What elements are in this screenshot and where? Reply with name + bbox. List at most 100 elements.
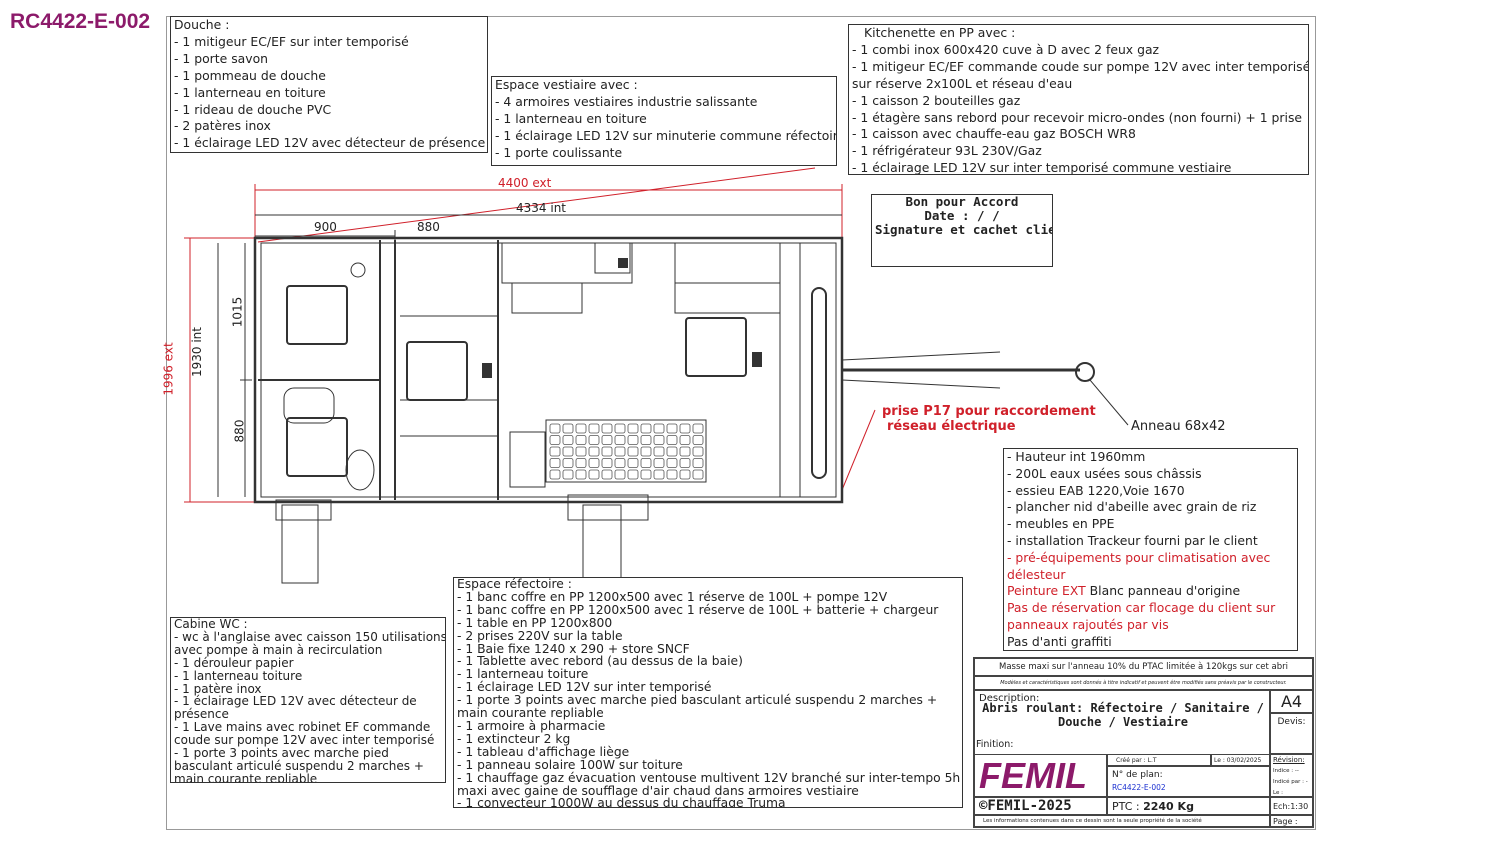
- panel-cell: [588, 435, 600, 445]
- list-item: - meubles en PPE: [1007, 516, 1115, 532]
- plan-number-cell: N° de plan: RC4422-E-002: [1107, 766, 1270, 797]
- refectoire-box: Espace réfectoire : - 1 banc coffre en P…: [453, 577, 963, 808]
- vestiaire-box: Espace vestiaire avec : - 4 armoires ves…: [491, 76, 837, 166]
- dim-ext-length: 4400 ext: [498, 176, 552, 190]
- panel-cell: [627, 446, 639, 457]
- list-item: - 2 prises 220V sur la table: [457, 628, 623, 643]
- panel-cell: [640, 458, 652, 468]
- panel-cell: [588, 469, 600, 480]
- anneau-label: Anneau 68x42: [1131, 419, 1226, 434]
- specs-box: - Hauteur int 1960mm- 200L eaux usées so…: [1003, 448, 1298, 651]
- panel-cell: [679, 423, 691, 434]
- dim-int-width: 1930 int: [190, 327, 204, 377]
- list-item: - 1 éclairage LED 12V avec détecteur de …: [174, 135, 486, 151]
- list-item: - 1 porte 3 points avec marche pied: [174, 746, 389, 761]
- panel-cell: [549, 435, 561, 445]
- panel-cell: [614, 469, 626, 480]
- panel-cell: [692, 423, 704, 434]
- panel-cell: [640, 423, 652, 434]
- created-by: Créé par : L.T: [1107, 754, 1211, 766]
- panel-cell: [601, 435, 613, 445]
- panel-cell: [588, 423, 600, 434]
- douche-box: Douche : - 1 mitigeur EC/EF sur inter te…: [170, 16, 488, 153]
- panel-cell: [575, 458, 587, 468]
- panel-cell: [575, 446, 587, 457]
- created-date: Le : 03/02/2025: [1211, 754, 1270, 766]
- ptc-value: 2240 Kg: [1143, 800, 1194, 813]
- list-item: - 1 lanterneau toiture: [457, 667, 589, 682]
- list-item: - 4 armoires vestiaires industrie saliss…: [495, 93, 758, 109]
- description-cell: Description: Abris roulant: Réfectoire /…: [974, 690, 1270, 754]
- panel-cell: [653, 446, 665, 457]
- list-item: - 1 éclairage LED 12V sur minuterie comm…: [495, 127, 837, 143]
- panel-cell: [562, 435, 574, 445]
- indice-par: Indicé par : -: [1273, 779, 1308, 785]
- list-item: main courante repliable: [457, 706, 604, 721]
- list-item: coude sur pompe 12V avec inter temporisé: [174, 733, 435, 748]
- list-item: délesteur: [1007, 566, 1066, 582]
- list-item: - 1 patère inox: [174, 681, 262, 696]
- panel-cell: [601, 446, 613, 457]
- list-item: main courante repliable: [174, 771, 318, 783]
- panel-cell: [601, 469, 613, 480]
- list-item: - 1 porte 3 points avec marche pied basc…: [457, 693, 938, 708]
- list-item: - 1 éclairage LED 12V sur inter temporis…: [457, 680, 712, 695]
- list-item: - 1 lanterneau en toiture: [174, 84, 326, 100]
- list-item: - installation Trackeur fourni par le cl…: [1007, 532, 1258, 548]
- reservation-line-2: panneaux rajoutés par vis: [1007, 616, 1169, 632]
- panel-cell: [588, 458, 600, 468]
- page-number: Page : 1/1: [1270, 815, 1313, 827]
- peinture-value: Blanc panneau d'origine: [1085, 583, 1241, 599]
- description-label: Description:: [979, 693, 1040, 704]
- list-item: - 1 porte savon: [174, 50, 269, 66]
- list-item: sur réserve 2x100L et réseau d'eau: [852, 75, 1073, 91]
- list-item: - plancher nid d'abeille avec grain de r…: [1007, 499, 1257, 515]
- panel-cell: [679, 435, 691, 445]
- panel-cell: [575, 469, 587, 480]
- panel-cell: [653, 458, 665, 468]
- panel-cell: [549, 423, 561, 434]
- description-line-2: Douche / Vestiaire: [1057, 715, 1189, 729]
- masse-note: Masse maxi sur l'anneau 10% du PTAC limi…: [974, 658, 1313, 676]
- femil-logo: FEMIL: [974, 754, 1107, 797]
- peinture-label: Peinture EXT: [1007, 583, 1086, 599]
- graffiti-line: Pas d'anti graffiti: [1007, 633, 1112, 649]
- dim-1015: 1015: [230, 296, 245, 328]
- scale: Ech:1:30: [1270, 797, 1313, 815]
- accord-date: Date : / /: [924, 208, 1000, 223]
- list-item: - 1 convecteur 1000W au dessus du chauff…: [457, 796, 786, 808]
- accord-line-1: Bon pour Accord: [905, 194, 1019, 209]
- ownership-footer: Les informations contenues dans ce dessi…: [974, 815, 1270, 827]
- panel-cell: [666, 423, 678, 434]
- panel-cell: [614, 435, 626, 445]
- list-item: - 1 banc coffre en PP 1200x500 avec 1 ré…: [457, 589, 888, 604]
- list-item: - 1 tableau d'affichage liège: [457, 744, 630, 759]
- panel-cell: [666, 469, 678, 480]
- list-item: - 1 porte coulissante: [495, 144, 623, 160]
- panel-cell: [562, 458, 574, 468]
- list-item: présence: [174, 707, 229, 722]
- panel-cell: [640, 435, 652, 445]
- description-text: Abris roulant: Réfectoire / Sanitaire /D…: [975, 701, 1269, 729]
- list-item: - 1 panneau solaire 100W sur toiture: [457, 757, 683, 772]
- list-item: - Hauteur int 1960mm: [1007, 449, 1146, 464]
- copyright: ©FEMIL-2025: [974, 797, 1107, 815]
- prise-line-1: prise P17 pour raccordement: [882, 404, 1096, 419]
- wc-title: Cabine WC :: [174, 617, 248, 631]
- panel-cell: [679, 469, 691, 480]
- list-item: - 1 banc coffre en PP 1200x500 avec 1 ré…: [457, 602, 939, 617]
- panel-cell: [679, 446, 691, 457]
- list-item: - 1 table en PP 1200x800: [457, 615, 613, 630]
- panel-cell: [614, 446, 626, 457]
- panel-cell: [627, 423, 639, 434]
- list-item: - 1 Baie fixe 1240 x 290 + store SNCF: [457, 641, 690, 656]
- list-item: - 1 mitigeur EC/EF commande coude sur po…: [852, 58, 1309, 74]
- list-item: maxi avec gaine de soufflage d'air chaud…: [457, 783, 859, 798]
- plan-code: RC4422-E-002: [10, 10, 151, 33]
- peinture-line: Peinture EXT Blanc panneau d'origine: [1007, 583, 1294, 600]
- dim-900: 900: [314, 220, 337, 234]
- drawing-frame: [166, 16, 1316, 830]
- panel-cell: [614, 423, 626, 434]
- list-item: - 200L eaux usées sous châssis: [1007, 465, 1202, 481]
